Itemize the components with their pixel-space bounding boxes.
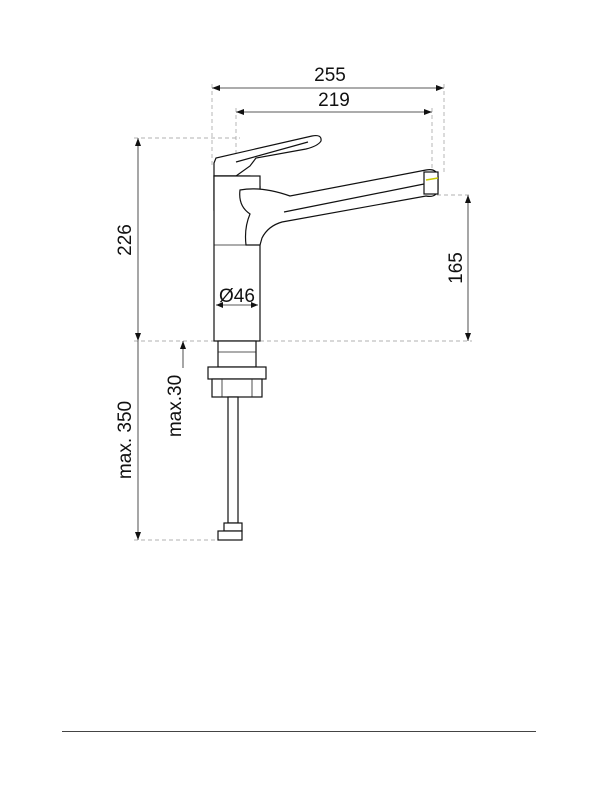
dimension-overall-width: 255 <box>211 65 445 175</box>
faucet-outline: Ø46 <box>207 134 439 541</box>
hose-nut <box>217 530 243 541</box>
dimension-spout-reach: 219 <box>235 90 433 170</box>
overall-width-label: 255 <box>314 65 346 86</box>
spout <box>239 169 439 246</box>
body-diameter-label: Ø46 <box>219 286 255 307</box>
dimension-max-counter-thickness: max.30 <box>165 341 186 437</box>
dimension-spout-height: 165 <box>430 194 472 341</box>
aerator <box>423 171 439 195</box>
diameter-indicator: Ø46 <box>216 286 258 308</box>
overall-height-label: 226 <box>115 224 136 256</box>
hose-connector <box>223 522 243 532</box>
footer-divider <box>62 731 536 732</box>
supply-hose <box>227 396 239 524</box>
dimension-overall-height: 226 <box>115 137 240 341</box>
mounting-nut <box>207 366 267 380</box>
spout-height-label: 165 <box>446 252 467 284</box>
spout-reach-label: 219 <box>318 90 350 111</box>
shank <box>217 340 257 368</box>
mounting-plate <box>211 378 263 398</box>
dimension-max-hose-length: max. 350 <box>115 341 232 541</box>
max-hose-length-label: max. 350 <box>115 401 136 479</box>
lever-handle <box>213 134 322 177</box>
max-counter-thickness-label: max.30 <box>165 375 186 437</box>
aerator-accent <box>425 177 439 181</box>
